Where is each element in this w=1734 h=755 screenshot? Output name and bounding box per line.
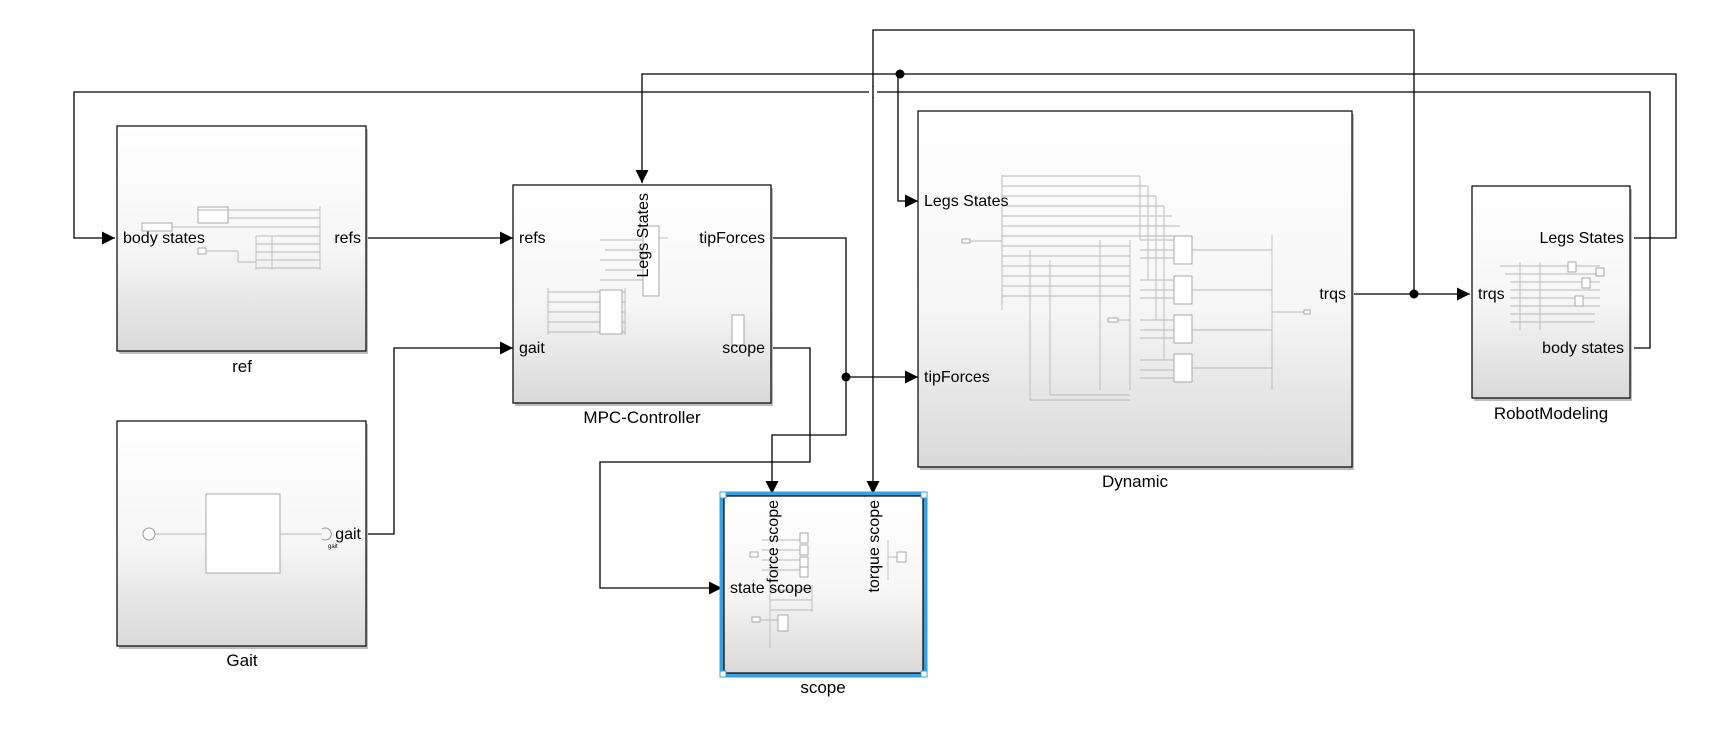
dynamic-block-name[interactable]: Dynamic [1102,472,1169,491]
robot-output-body-states-label: body states [1542,340,1624,357]
scope-selection-highlight [719,491,928,678]
robot-block-name[interactable]: RobotModeling [1494,404,1608,423]
block-gait[interactable]: gait gait [116,420,368,649]
scope-input-torque-scope-label: torque scope [866,500,883,593]
scope-internal-preview [749,532,907,648]
scope-input-force-scope-label: force scope [765,500,782,583]
gait-output-port-label: gait [335,526,361,543]
branch-point-trqs [1409,289,1419,299]
block-ref[interactable]: body states refs [116,125,368,354]
mpc-output-scope-label: scope [722,340,765,357]
mpc-input-legs-states-label: Legs States [635,193,652,278]
scope-block-name[interactable]: scope [800,678,845,697]
robot-output-legs-states-label: Legs States [1540,230,1625,247]
mpc-output-tipforces-label: tipForces [699,230,765,247]
robot-input-trqs-label: trqs [1478,286,1505,303]
block-scope[interactable]: force scope state scope torque scope [719,491,928,678]
block-mpc-controller[interactable]: refs gait Legs States tipForces scope [512,184,773,406]
wire-gait[interactable] [366,341,513,535]
robot-internal-preview [1500,261,1605,330]
gait-internal-preview: gait [142,493,338,574]
wire-legs-states-feedback[interactable] [641,73,1677,239]
gait-block-name[interactable]: Gait [226,651,257,670]
dynamic-output-trqs-label: trqs [1319,286,1346,303]
mpc-input-refs-label: refs [519,230,546,247]
wire-state-scope[interactable] [599,347,811,595]
svg-text:gait: gait [328,544,338,550]
mpc-input-gait-label: gait [519,340,545,357]
mpc-internal-preview [547,225,745,346]
block-robot-modeling[interactable]: trqs Legs States body states [1471,185,1632,401]
wire-body-states-feedback[interactable] [73,91,1651,349]
dynamic-input-tipforces-label: tipForces [924,369,990,386]
branch-point-tipforces [841,372,851,382]
wire-legs-states-to-dynamic[interactable] [897,74,918,208]
wire-tipforces-to-force-scope[interactable] [765,377,847,494]
wire-trqs-to-torque-scope[interactable] [866,29,1415,494]
block-dynamic[interactable]: Legs States tipForces trqs [917,110,1354,470]
ref-input-port-label: body states [123,230,205,247]
ref-block-name[interactable]: ref [232,357,252,376]
mpc-block-name[interactable]: MPC-Controller [583,408,700,427]
wire-tipforces[interactable] [771,237,918,384]
scope-selection-handles[interactable] [719,491,928,678]
dynamic-input-legs-states-label: Legs States [924,193,1009,210]
dynamic-internal-preview [961,175,1311,401]
ref-internal-preview [141,206,321,270]
branch-point-legs-states [895,69,905,79]
ref-output-port-label: refs [334,230,361,247]
scope-input-state-scope-label: state scope [730,580,812,597]
